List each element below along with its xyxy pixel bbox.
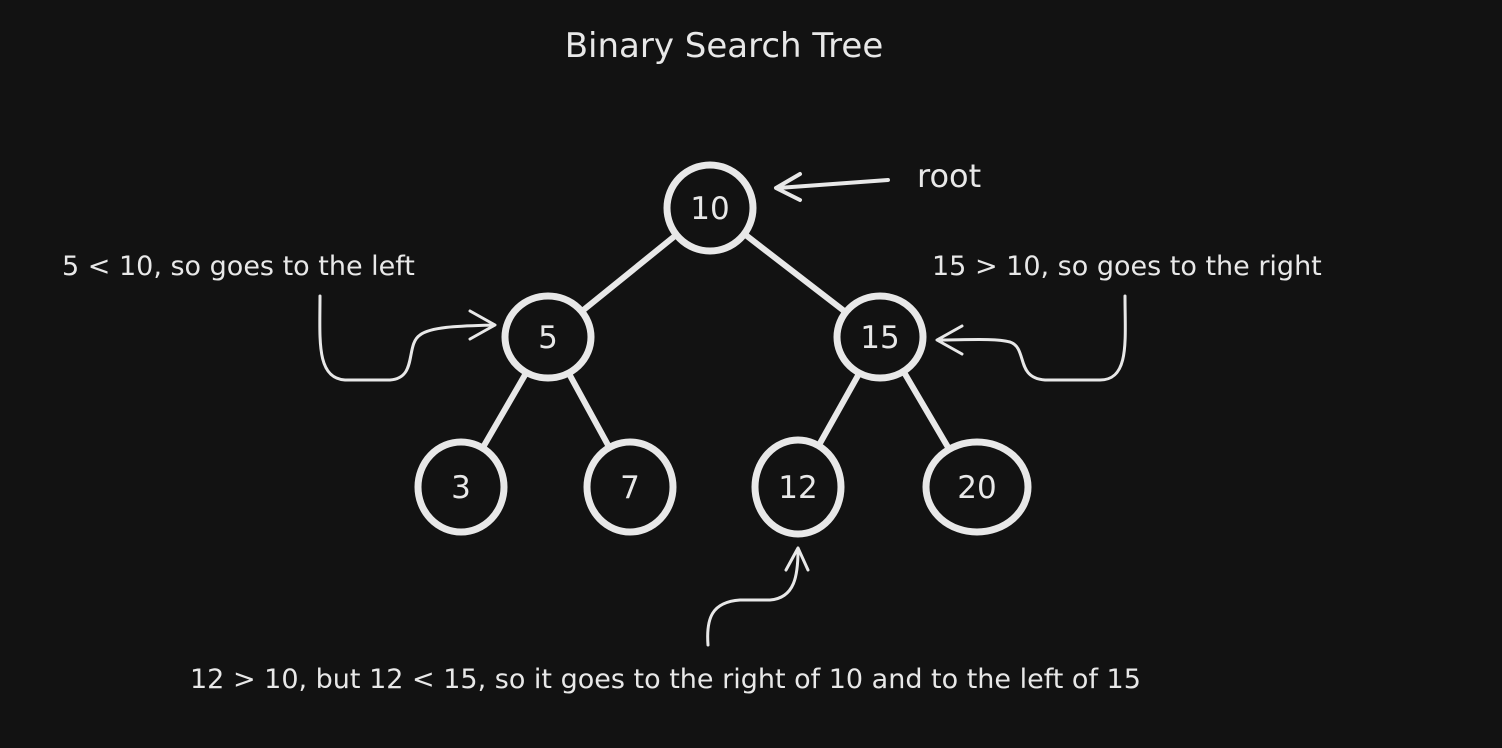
tree-node-20: 20 bbox=[922, 438, 1032, 536]
left-arrowhead-icon bbox=[468, 309, 497, 341]
tree-edge bbox=[580, 233, 678, 313]
node-value: 10 bbox=[690, 191, 729, 227]
node-value: 15 bbox=[860, 320, 899, 356]
node-value: 7 bbox=[620, 470, 640, 506]
node-circle bbox=[501, 292, 595, 382]
tree-node-3: 3 bbox=[414, 438, 508, 536]
node-circle bbox=[751, 436, 845, 538]
left-arrow-icon bbox=[318, 294, 496, 382]
tree-nodes: 10 5 15 3 7 12 20 bbox=[414, 161, 1032, 538]
tree-node-7: 7 bbox=[583, 438, 677, 536]
tree-node-5: 5 bbox=[501, 292, 595, 382]
root-arrow-icon bbox=[776, 178, 890, 190]
tree-edge bbox=[817, 372, 861, 447]
node-circle bbox=[583, 438, 677, 536]
bottom-annotation-label: 12 > 10, but 12 < 15, so it goes to the … bbox=[190, 664, 1141, 695]
right-arrowhead-icon bbox=[935, 324, 964, 356]
left-annotation-label: 5 < 10, so goes to the left bbox=[62, 251, 415, 282]
tree-node-12: 12 bbox=[751, 436, 845, 538]
right-annotation: 15 > 10, so goes to the right bbox=[932, 251, 1322, 382]
diagram-title: Binary Search Tree bbox=[565, 26, 884, 66]
right-arrow-icon bbox=[936, 294, 1127, 382]
tree-edge bbox=[567, 372, 611, 448]
node-value: 20 bbox=[957, 470, 996, 506]
tree-edge bbox=[743, 232, 847, 314]
tree-node-10: 10 bbox=[663, 161, 757, 255]
node-value: 3 bbox=[451, 470, 471, 506]
node-circle bbox=[922, 438, 1032, 536]
node-value: 5 bbox=[538, 320, 558, 356]
tree-edge bbox=[901, 370, 951, 450]
left-annotation: 5 < 10, so goes to the left bbox=[62, 251, 497, 382]
bottom-arrow-icon bbox=[706, 548, 800, 647]
right-annotation-label: 15 > 10, so goes to the right bbox=[932, 251, 1322, 282]
tree-edge bbox=[481, 372, 528, 449]
root-arrowhead-icon bbox=[774, 172, 802, 202]
tree-edges bbox=[481, 232, 951, 450]
bottom-arrowhead-icon bbox=[784, 546, 810, 572]
node-circle bbox=[833, 292, 927, 382]
root-annotation: root bbox=[774, 157, 981, 202]
root-label: root bbox=[917, 157, 981, 195]
tree-node-15: 15 bbox=[833, 292, 927, 382]
bottom-annotation: 12 > 10, but 12 < 15, so it goes to the … bbox=[190, 546, 1141, 695]
node-circle bbox=[414, 438, 508, 536]
node-value: 12 bbox=[778, 470, 817, 506]
node-circle bbox=[663, 161, 757, 255]
